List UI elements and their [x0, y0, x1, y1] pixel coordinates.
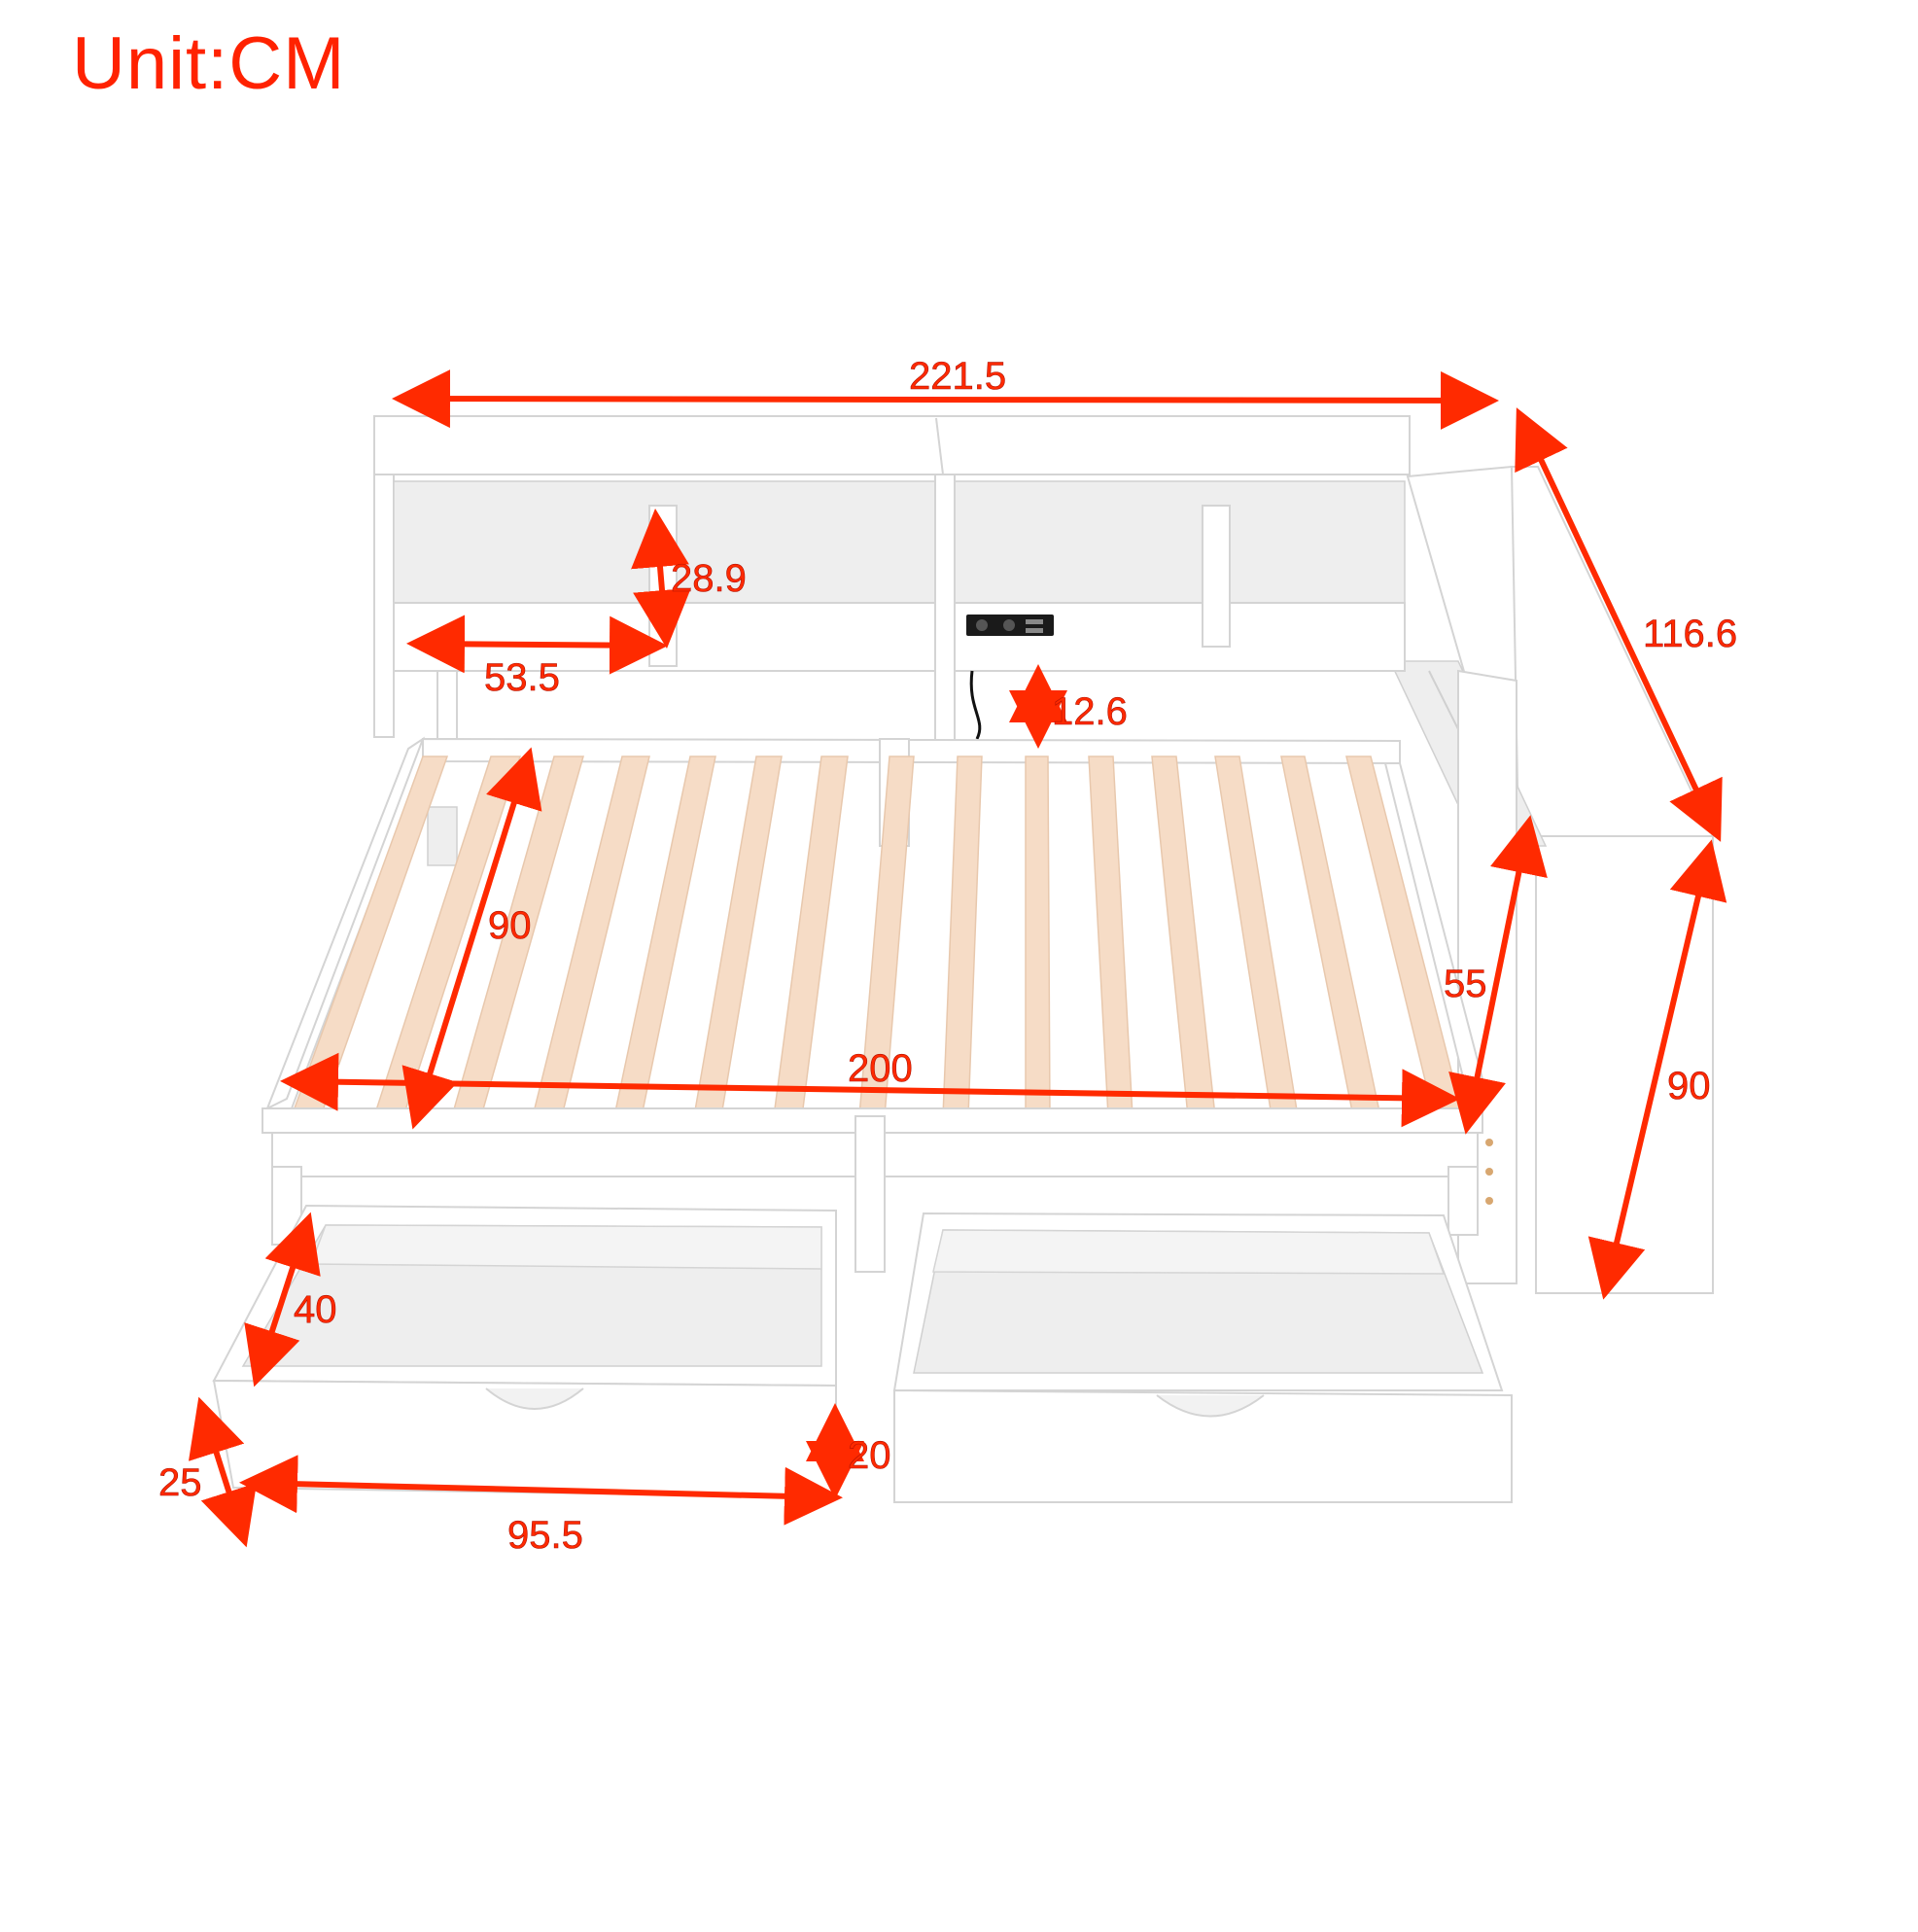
label-overall-height: 90: [1667, 1065, 1711, 1107]
label-overall-length: 221.5: [909, 355, 1006, 398]
label-drawer-height-front: 25: [158, 1461, 202, 1504]
label-drawer-width: 95.5: [507, 1514, 583, 1557]
arrow-overall-depth: [1515, 407, 1723, 842]
arrow-side-shelf-height: [1448, 815, 1548, 1135]
label-outlet-clearance: 12.6: [1052, 690, 1128, 733]
arrow-drawer-depth: [244, 1212, 321, 1388]
unit-label: Unit:CM: [72, 22, 346, 105]
label-shelf-height: 28.9: [671, 557, 747, 600]
dimension-arrows: [188, 369, 1727, 1548]
dimension-labels: 221.5 116.6 90 28.9 53.5 12.6 90 200 55 …: [158, 355, 1738, 1558]
arrow-overall-length: [392, 369, 1499, 430]
label-shelf-width: 53.5: [484, 656, 560, 699]
arrow-drawer-width: [239, 1455, 843, 1526]
label-drawer-depth: 40: [294, 1288, 337, 1331]
drawer-left: [212, 1204, 837, 1499]
bed-illustration: [212, 415, 1715, 1503]
arrow-mattress-length: [280, 1052, 1460, 1128]
label-overall-depth: 116.6: [1643, 613, 1737, 655]
arrow-shelf-width: [406, 615, 668, 675]
label-side-shelf-height: 55: [1444, 963, 1487, 1005]
arrow-overall-height: [1587, 839, 1727, 1300]
label-drawer-height-inner: 20: [848, 1434, 891, 1477]
label-mattress-length: 200: [848, 1047, 913, 1090]
label-mattress-width: 90: [488, 904, 532, 947]
arrow-drawer-height-front: [188, 1396, 258, 1548]
drawer-right: [892, 1212, 1513, 1503]
